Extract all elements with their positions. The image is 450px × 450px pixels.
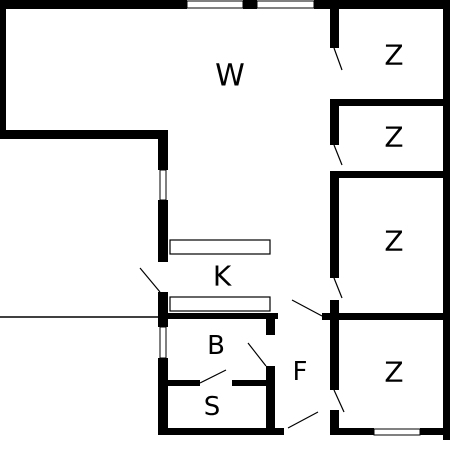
room-label-z4: Z [384,356,403,389]
room-label-z1: Z [384,39,403,72]
kitchen-counter-top [169,239,271,255]
wall-center-2 [330,100,339,145]
wall-center-1 [330,0,339,48]
wall-z1-z2 [330,99,450,106]
kitchen-counter-bottom [169,296,271,312]
door-s [199,369,227,384]
window-bottom [373,428,421,436]
wall-top-left [0,0,187,9]
wall-bottom-left [158,428,284,435]
wall-top-right [314,0,450,9]
wall-k-left-3 [158,292,168,327]
door-z1 [333,47,343,71]
wall-b-f-1 [266,313,275,335]
wall-b-s-2 [232,380,274,386]
wall-center-3 [330,172,339,278]
room-label-z2: Z [384,121,403,154]
door-b [247,342,267,367]
window-top-2 [256,0,315,9]
wall-k-b [158,313,278,319]
door-z2 [333,144,343,166]
wall-z2-z3 [330,171,450,178]
wall-center-5 [330,410,339,435]
wall-right [443,0,450,440]
window-left-b [159,326,167,359]
door-k [139,267,161,293]
wall-k-left-1 [158,130,168,170]
wall-w-left-room [0,130,168,139]
room-label-z3: Z [384,225,403,258]
door-f-bottom [287,411,319,429]
room-label-b: B [207,331,225,361]
wall-z3-z4 [322,313,450,320]
wall-b-f-2 [266,366,275,435]
door-z4 [333,389,345,413]
room-label-w: W [215,59,245,94]
wall-bottom-right [420,428,450,435]
room-label-k: K [213,260,232,293]
doors [139,47,345,429]
wall-left-upper [0,0,6,130]
room-label-s: S [204,392,221,422]
wall-b-left [158,358,168,435]
door-z3 [333,277,343,299]
window-left-k [159,169,167,201]
walls [0,0,450,440]
room-label-f: F [293,357,308,387]
wall-b-s-1 [158,380,200,386]
window-top-1 [186,0,244,9]
wall-center-4 [330,300,339,390]
wall-bottom-mid [330,428,374,435]
wall-top-mid [243,0,257,9]
wall-k-left-2 [158,200,168,262]
door-f-top [291,299,323,317]
